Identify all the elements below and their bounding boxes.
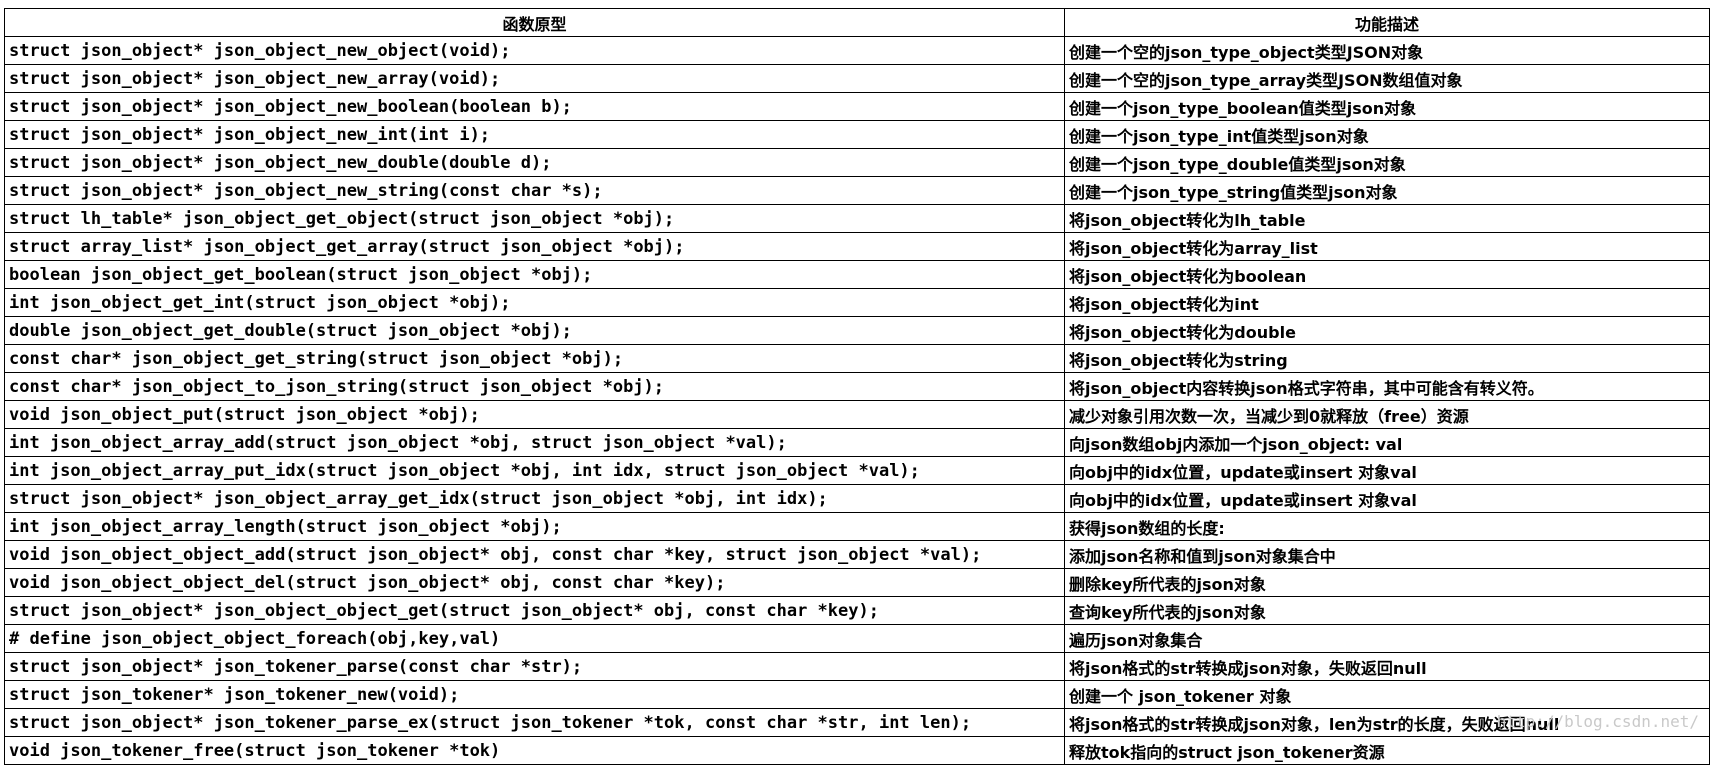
table-row: struct json_object* json_object_new_stri… [4, 176, 1710, 205]
table-row: struct json_object* json_object_object_g… [4, 596, 1710, 625]
table-row: void json_object_put(struct json_object … [4, 400, 1710, 429]
function-prototype-cell: struct json_object* json_object_new_obje… [4, 36, 1065, 65]
function-description-cell: 减少对象引用次数一次，当减少到0就释放（free）资源 [1064, 400, 1710, 429]
function-prototype-cell: struct json_object* json_object_new_arra… [4, 64, 1065, 93]
function-prototype-cell: struct json_object* json_object_array_ge… [4, 484, 1065, 513]
function-prototype-cell: struct json_object* json_tokener_parse_e… [4, 708, 1065, 737]
table-row: int json_object_array_length(struct json… [4, 512, 1710, 541]
function-prototype-cell: double json_object_get_double(struct jso… [4, 316, 1065, 345]
function-description-cell: 获得json数组的长度: [1064, 512, 1710, 541]
table-row: struct json_object* json_object_new_bool… [4, 92, 1710, 121]
table-row: void json_object_object_add(struct json_… [4, 540, 1710, 569]
table-row: struct json_object* json_object_new_int(… [4, 120, 1710, 149]
function-description-cell: 添加json名称和值到json对象集合中 [1064, 540, 1710, 569]
function-description-cell: 将json_object转化为string [1064, 344, 1710, 373]
table-row: struct json_tokener* json_tokener_new(vo… [4, 680, 1710, 709]
header-function-prototype: 函数原型 [4, 8, 1065, 37]
function-description-cell: 将json_object转化为double [1064, 316, 1710, 345]
function-description-cell: 创建一个 json_tokener 对象 [1064, 680, 1710, 709]
table-row: struct json_object* json_object_new_arra… [4, 64, 1710, 93]
function-prototype-cell: struct json_tokener* json_tokener_new(vo… [4, 680, 1065, 709]
function-description-cell: 将json_object内容转换json格式字符串，其中可能含有转义符。 [1064, 372, 1710, 401]
table-row: struct array_list* json_object_get_array… [4, 232, 1710, 261]
function-description-cell: 查询key所代表的json对象 [1064, 596, 1710, 625]
function-description-cell: 将json格式的str转换成json对象，失败返回null [1064, 652, 1710, 681]
table-header-row: 函数原型 功能描述 [4, 8, 1710, 37]
function-prototype-cell: boolean json_object_get_boolean(struct j… [4, 260, 1065, 289]
function-prototype-cell: struct array_list* json_object_get_array… [4, 232, 1065, 261]
function-description-cell: 创建一个json_type_int值类型json对象 [1064, 120, 1710, 149]
function-table: 函数原型 功能描述 struct json_object* json_objec… [4, 8, 1710, 765]
function-prototype-cell: const char* json_object_to_json_string(s… [4, 372, 1065, 401]
table-body: struct json_object* json_object_new_obje… [4, 36, 1710, 765]
function-prototype-cell: struct json_object* json_tokener_parse(c… [4, 652, 1065, 681]
table-row: const char* json_object_to_json_string(s… [4, 372, 1710, 401]
table-row: int json_object_array_add(struct json_ob… [4, 428, 1710, 457]
table-row: struct lh_table* json_object_get_object(… [4, 204, 1710, 233]
table-row: struct json_object* json_tokener_parse_e… [4, 708, 1710, 737]
function-prototype-cell: void json_object_put(struct json_object … [4, 400, 1065, 429]
function-prototype-cell: struct json_object* json_object_new_bool… [4, 92, 1065, 121]
function-prototype-cell: struct lh_table* json_object_get_object(… [4, 204, 1065, 233]
function-description-cell: 向json数组obj内添加一个json_object: val [1064, 428, 1710, 457]
function-prototype-cell: int json_object_array_put_idx(struct jso… [4, 456, 1065, 485]
function-prototype-cell: void json_object_object_del(struct json_… [4, 568, 1065, 597]
table-row: struct json_object* json_object_new_doub… [4, 148, 1710, 177]
function-prototype-cell: struct json_object* json_object_new_int(… [4, 120, 1065, 149]
function-description-cell: 删除key所代表的json对象 [1064, 568, 1710, 597]
function-prototype-cell: struct json_object* json_object_new_doub… [4, 148, 1065, 177]
function-description-cell: 将json格式的str转换成json对象，len为str的长度，失败返回null [1064, 708, 1710, 737]
function-description-cell: 创建一个json_type_double值类型json对象 [1064, 148, 1710, 177]
table-row: # define json_object_object_foreach(obj,… [4, 624, 1710, 653]
table-row: struct json_object* json_object_new_obje… [4, 36, 1710, 65]
function-description-cell: 创建一个空的json_type_array类型JSON数组值对象 [1064, 64, 1710, 93]
function-description-cell: 创建一个json_type_string值类型json对象 [1064, 176, 1710, 205]
function-prototype-cell: struct json_object* json_object_object_g… [4, 596, 1065, 625]
table-row: int json_object_array_put_idx(struct jso… [4, 456, 1710, 485]
table-row: void json_object_object_del(struct json_… [4, 568, 1710, 597]
function-description-cell: 将json_object转化为array_list [1064, 232, 1710, 261]
function-description-cell: 创建一个空的json_type_object类型JSON对象 [1064, 36, 1710, 65]
table-row: struct json_object* json_object_array_ge… [4, 484, 1710, 513]
function-prototype-cell: # define json_object_object_foreach(obj,… [4, 624, 1065, 653]
table-row: double json_object_get_double(struct jso… [4, 316, 1710, 345]
table-row: struct json_object* json_tokener_parse(c… [4, 652, 1710, 681]
function-description-cell: 将json_object转化为boolean [1064, 260, 1710, 289]
function-prototype-cell: int json_object_array_length(struct json… [4, 512, 1065, 541]
table-row: int json_object_get_int(struct json_obje… [4, 288, 1710, 317]
header-description: 功能描述 [1064, 8, 1710, 37]
function-description-cell: 将json_object转化为lh_table [1064, 204, 1710, 233]
function-prototype-cell: struct json_object* json_object_new_stri… [4, 176, 1065, 205]
function-prototype-cell: void json_object_object_add(struct json_… [4, 540, 1065, 569]
function-description-cell: 向obj中的idx位置，update或insert 对象val [1064, 456, 1710, 485]
table-row: boolean json_object_get_boolean(struct j… [4, 260, 1710, 289]
function-prototype-cell: int json_object_array_add(struct json_ob… [4, 428, 1065, 457]
function-prototype-cell: const char* json_object_get_string(struc… [4, 344, 1065, 373]
function-description-cell: 创建一个json_type_boolean值类型json对象 [1064, 92, 1710, 121]
function-description-cell: 将json_object转化为int [1064, 288, 1710, 317]
table-row: const char* json_object_get_string(struc… [4, 344, 1710, 373]
function-description-cell: 遍历json对象集合 [1064, 624, 1710, 653]
function-description-cell: 向obj中的idx位置，update或insert 对象val [1064, 484, 1710, 513]
function-prototype-cell: int json_object_get_int(struct json_obje… [4, 288, 1065, 317]
